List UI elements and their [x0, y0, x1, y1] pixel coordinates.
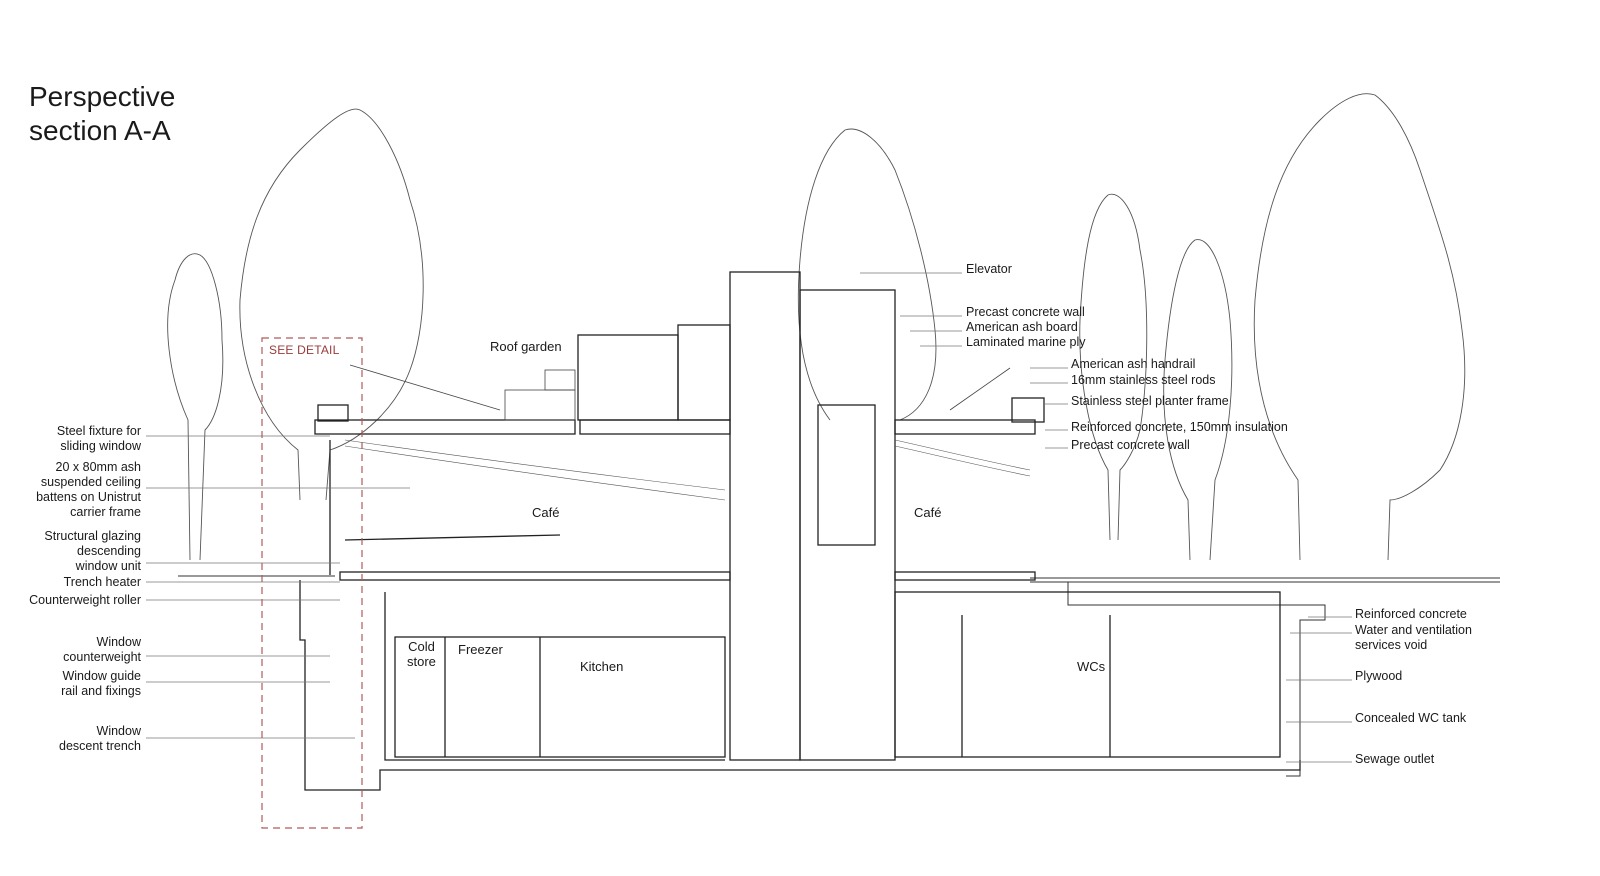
see-detail-label[interactable]: SEE DETAIL: [269, 343, 340, 357]
leader-lines-right-upper: [860, 272, 1068, 449]
room-kitchen: Kitchen: [580, 659, 624, 674]
drawing-title-line-2: section A-A: [29, 115, 171, 146]
ground-lines: [178, 575, 1500, 777]
label-reinforced-concrete: Reinforced concrete: [1355, 607, 1467, 621]
label-concealed-wc-tank: Concealed WC tank: [1355, 711, 1467, 725]
room-freezer: Freezer: [458, 642, 503, 657]
label-laminated-marine-ply: Laminated marine ply: [966, 335, 1086, 349]
label-american-ash-board: American ash board: [966, 320, 1078, 334]
label-american-ash-handrail: American ash handrail: [1071, 357, 1196, 371]
drawing-title-line-1: Perspective: [29, 81, 176, 112]
drawing-title: Perspective section A-A: [29, 80, 175, 148]
room-roof-garden: Roof garden: [490, 339, 562, 354]
ceiling-battens: [344, 439, 1031, 501]
label-plywood: Plywood: [1355, 669, 1403, 683]
tree-outlines: [167, 93, 1466, 561]
label-counterweight-roller: Counterweight roller: [29, 593, 141, 607]
see-detail-box: [261, 337, 363, 829]
label-trench-heater: Trench heater: [63, 575, 141, 589]
room-cafe-left: Café: [532, 505, 560, 520]
roof-handrails: [349, 364, 1011, 421]
label-reinforced-concrete-insulation: Reinforced concrete, 150mm insulation: [1071, 420, 1288, 434]
label-precast-concrete-wall-lower: Precast concrete wall: [1071, 438, 1190, 452]
leader-lines-right-lower: [1286, 616, 1352, 763]
label-planter-frame: Stainless steel planter frame: [1071, 394, 1229, 408]
room-wcs: WCs: [1077, 659, 1106, 674]
building-shell: [299, 271, 1301, 791]
leader-lines-left: [146, 435, 410, 739]
label-sewage-outlet: Sewage outlet: [1355, 752, 1435, 766]
label-stainless-steel-rods: 16mm stainless steel rods: [1071, 373, 1216, 387]
label-precast-concrete-wall-upper: Precast concrete wall: [966, 305, 1085, 319]
label-elevator: Elevator: [966, 262, 1012, 276]
room-cafe-right: Café: [914, 505, 942, 520]
